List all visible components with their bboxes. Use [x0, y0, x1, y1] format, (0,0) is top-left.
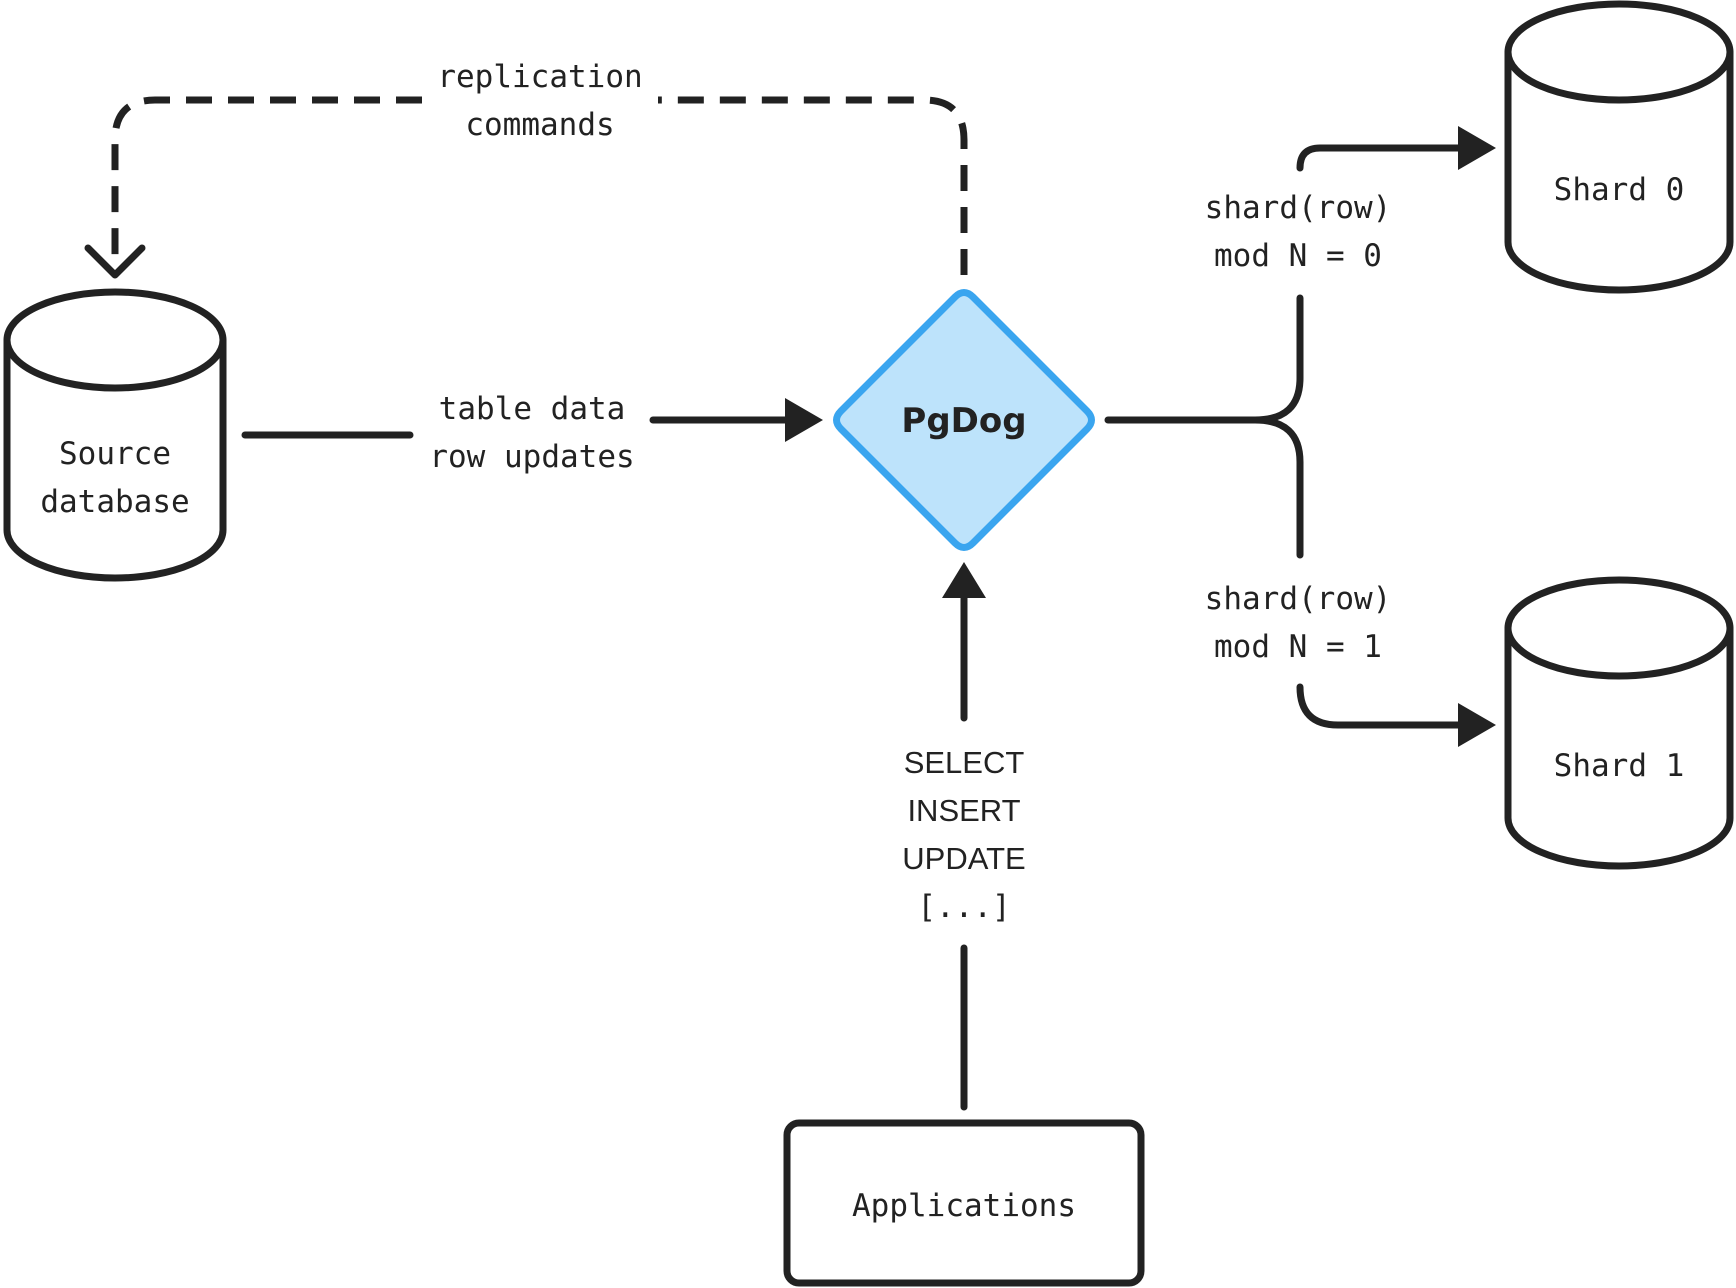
applications-label: Applications	[852, 1188, 1076, 1224]
query-insert: INSERT	[907, 793, 1020, 828]
shard0-arrowhead	[1458, 126, 1496, 170]
queries-arrowhead	[942, 562, 986, 598]
replication-edge: replication commands	[84, 59, 968, 279]
applications-node[interactable]: Applications	[783, 1119, 1145, 1287]
table-data-arrowhead	[785, 398, 823, 442]
shard1-route-label-line2: mod N = 1	[1214, 629, 1382, 665]
shard1-node[interactable]: Shard 1	[1504, 576, 1734, 870]
source-database-label-line2: database	[40, 484, 189, 520]
query-more: [...]	[917, 889, 1010, 925]
shard0-node[interactable]: Shard 0	[1504, 0, 1734, 294]
queries-edge: SELECT INSERT UPDATE [...]	[902, 562, 1026, 1111]
shard0-route-label-line1: shard(row)	[1205, 190, 1392, 226]
table-data-edge: table data row updates	[241, 391, 823, 475]
query-select: SELECT	[904, 745, 1025, 780]
shard0-route-label-line2: mod N = 0	[1214, 238, 1382, 274]
replication-label-line2: commands	[465, 107, 614, 143]
query-update: UPDATE	[902, 841, 1025, 876]
pgdog-diamond	[833, 289, 1095, 551]
shard0-label: Shard 0	[1554, 172, 1685, 208]
table-data-label-line1: table data	[439, 391, 626, 427]
shard1-arrowhead	[1458, 703, 1496, 747]
shard1-route-label-line1: shard(row)	[1205, 581, 1392, 617]
source-database-label-line1: Source	[59, 436, 171, 472]
shard-branch-stem	[1104, 294, 1304, 424]
replication-label-line1: replication	[437, 59, 642, 95]
replication-arrowhead	[84, 244, 146, 279]
shard-branch-edges: shard(row) mod N = 0 shard(row) mod N = …	[1104, 126, 1496, 747]
pgdog-node[interactable]: PgDog	[833, 289, 1095, 551]
pgdog-label: PgDog	[901, 401, 1026, 441]
table-data-label-line2: row updates	[429, 439, 634, 475]
source-database-node[interactable]: Source database	[3, 288, 227, 582]
shard1-label: Shard 1	[1554, 748, 1685, 784]
